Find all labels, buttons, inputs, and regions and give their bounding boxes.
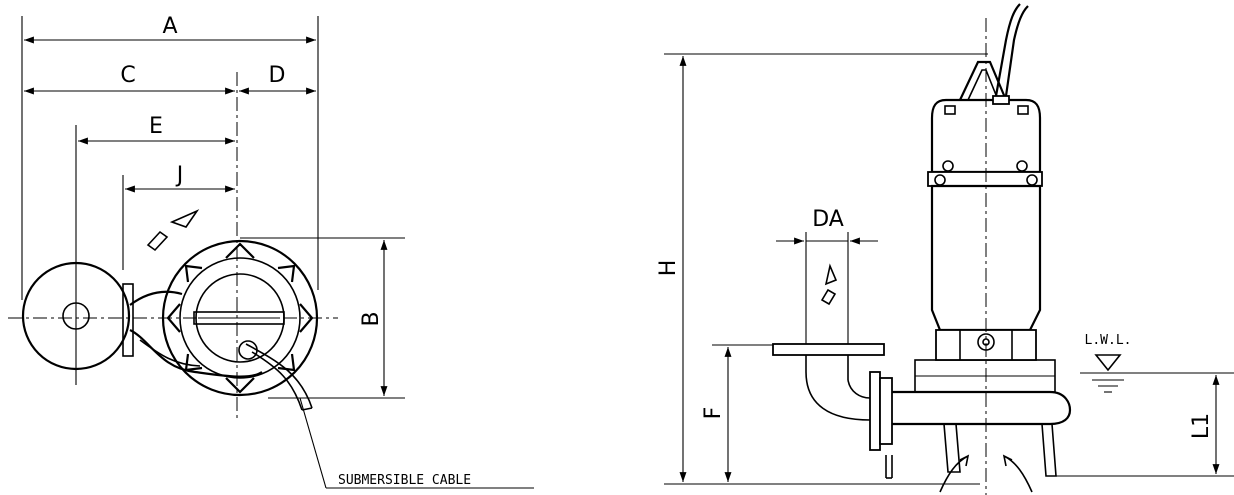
- label-c: C: [120, 63, 135, 88]
- label-d: D: [269, 63, 286, 88]
- label-j: J: [175, 163, 184, 188]
- label-b: B: [359, 311, 384, 326]
- dimension-a: A: [21, 14, 319, 300]
- suction-flow-icon: [939, 454, 1033, 493]
- motor-body: [927, 98, 1043, 361]
- cable-callout: SUBMERSIBLE CABLE: [299, 397, 534, 489]
- pump-body-plan: [161, 239, 319, 397]
- label-a: A: [162, 14, 177, 39]
- label-f: F: [701, 407, 726, 420]
- power-cable: [992, 3, 1029, 105]
- label-da: DA: [812, 207, 844, 232]
- dimension-d: D: [239, 63, 316, 95]
- submersible-cable: [245, 343, 313, 411]
- label-h: H: [656, 260, 681, 277]
- plan-view: A C D E J: [8, 14, 534, 489]
- flow-arrow-icon: [146, 209, 200, 252]
- water-level-symbol: L.W.L.: [1080, 333, 1140, 393]
- dimension-e: E: [75, 114, 235, 385]
- label-l1: L1: [1189, 413, 1214, 439]
- dimension-j: J: [122, 163, 235, 270]
- dimension-c: C: [24, 63, 235, 95]
- elevation-view: H F DA: [656, 3, 1234, 495]
- dimension-b: B: [240, 237, 405, 399]
- dimension-f: F: [701, 344, 775, 482]
- water-level-label: L.W.L.: [1085, 333, 1132, 348]
- dimension-l1: L1: [1048, 372, 1234, 477]
- label-e: E: [149, 114, 163, 139]
- cable-callout-label: SUBMERSIBLE CABLE: [338, 473, 471, 488]
- discharge-flow-arrow-icon: [820, 263, 838, 306]
- volute-casing: [129, 290, 263, 378]
- pump-casing: [892, 359, 1072, 477]
- dimension-da: DA: [776, 207, 878, 345]
- dimension-h: H: [656, 53, 988, 485]
- discharge-flange: [21, 261, 134, 371]
- discharge-pipe: [772, 343, 893, 479]
